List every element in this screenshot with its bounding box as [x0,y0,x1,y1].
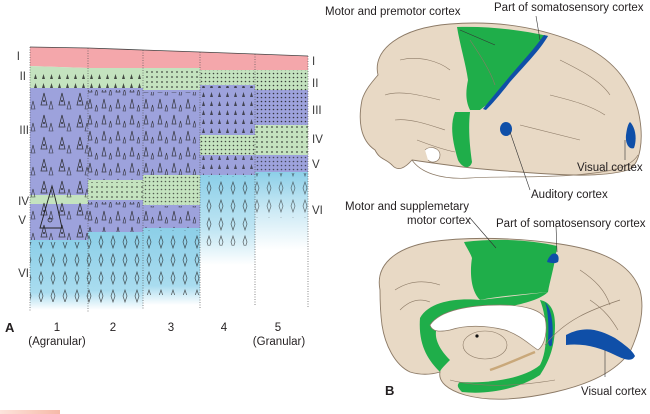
col4-layer-I [200,52,255,70]
panel-b-label: B [385,383,394,398]
decorative-bottom-bar [0,410,60,414]
corpus-callosum [429,304,547,351]
column-1-layers [30,47,88,310]
medial-motor-supplementary-cortex [464,239,557,300]
column-1-subtitle: (Agranular) [28,336,86,348]
layer-label-left-I: I [17,51,20,63]
lateral-somatosensory-cortex [483,35,548,110]
label-motor-supplementary-line1: Motor and supplemetary [345,201,469,213]
layer-label-left-VI: VI [18,268,29,280]
label-somatosensory-medial: Part of somatosensory cortex [496,218,646,230]
layer-label-right-II: II [312,78,318,90]
column-3-layers [143,50,200,305]
label-auditory-cortex: Auditory cortex [531,189,608,201]
layer-label-right-VI: VI [312,205,323,217]
layer-label-right-III: III [312,105,322,117]
layer-label-left-IV: IV [18,196,29,208]
col1-layer-I [30,47,88,68]
lateral-brain-outline [359,22,642,176]
column-2-layers [88,48,143,310]
column-4-number: 4 [221,322,228,334]
cortical-layers-panel: I II III IV V VI I II III IV V VI A 1 (A… [5,46,323,348]
column-5-number: 5 [275,322,281,334]
column-2-number: 2 [110,322,116,334]
column-dividers [29,47,309,312]
label-motor-premotor-cortex: Motor and premotor cortex [325,6,461,18]
lateral-brain-view: Motor and premotor cortex Part of somato… [325,2,644,201]
layer-label-right-I: I [312,56,315,68]
panel-a-label: A [5,320,15,335]
lateral-sulci [384,39,611,153]
column-5-subtitle: (Granular) [253,336,306,348]
medial-sulci [394,269,619,386]
col2-layer-I [88,48,143,68]
medial-brain-view: Motor and supplemetary motor cortex Part… [345,201,647,400]
col5-layer-I [255,54,308,70]
label-visual-cortex-medial: Visual cortex [581,386,647,398]
column-1-number: 1 [54,322,60,334]
medial-somatosensory-cortex [547,253,559,264]
label-somatosensory-lateral: Part of somatosensory cortex [494,2,644,14]
lateral-motor-cortex [457,26,548,111]
layer-label-left-V: V [18,215,26,227]
column-4-layers [200,52,255,265]
column-5-layers [255,54,308,250]
label-visual-cortex-lateral: Visual cortex [577,162,643,174]
medial-visual-cortex [566,329,635,360]
layer-label-left-III: III [19,125,29,137]
layer-label-right-V: V [312,159,320,171]
label-motor-supplementary-line2: motor cortex [407,215,471,227]
column-3-number: 3 [168,322,174,334]
layer-label-right-IV: IV [312,134,323,146]
layer-label-left-II: II [20,71,26,83]
lateral-auditory-cortex [500,122,512,136]
lateral-visual-cortex [625,122,636,149]
col3-layer-I [143,50,200,68]
